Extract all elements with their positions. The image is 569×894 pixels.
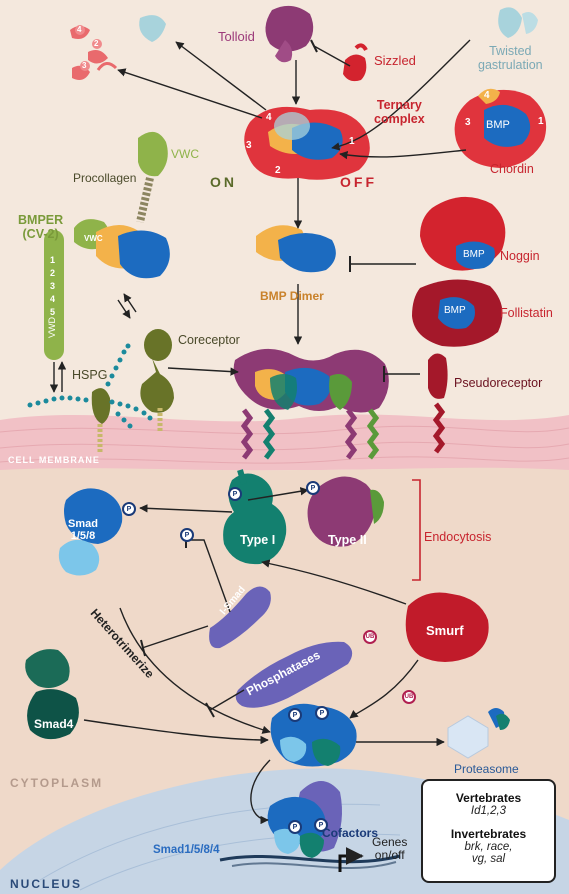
hspg-chains [27, 343, 153, 429]
invertebrates-genes-2: vg, sal [471, 853, 506, 865]
vwc-label: VWC [171, 147, 199, 161]
off-label: OFF [340, 174, 377, 190]
chordin-off-domain-3: 3 [465, 117, 471, 128]
phosphate-icon: P [288, 820, 302, 834]
chordin-off-domain-4: 4 [484, 90, 490, 101]
cytoplasm-label: CYTOPLASM [10, 776, 104, 790]
follistatin-protein [412, 279, 503, 347]
bmper-domain-4: 4 [50, 294, 56, 304]
vertebrates-title: Vertebrates [455, 791, 522, 805]
phosphate-icon: P [228, 487, 242, 501]
endocytosis-label: Endocytosis [424, 530, 492, 544]
type2-label: Type II [328, 533, 367, 547]
bmp-label-noggin: BMP [463, 249, 485, 260]
smad1584-label: Smad1/5/8/4 [153, 844, 220, 856]
dna-strand-2 [231, 861, 397, 870]
bmp-dimer [256, 225, 336, 273]
bmper-complex [44, 219, 170, 360]
procollagen-label: Procollagen [73, 171, 137, 185]
ternary-complex-label: Ternary complex [374, 98, 425, 126]
pseudoreceptor-protein [428, 353, 448, 454]
chordin-fragments [70, 25, 118, 80]
chordin-domain-2: 2 [275, 165, 281, 176]
bmp-dimer-label: BMP Dimer [260, 289, 324, 303]
chordin-label: Chordin [490, 162, 534, 176]
smad158-label: Smad 1/5/8 [68, 518, 98, 542]
ubiquitin-icon: UB [402, 690, 416, 704]
proteasome [447, 708, 510, 759]
phosphate-icon: P [315, 706, 329, 720]
nucleus-label: NUCLEUS [10, 877, 83, 891]
sizzled-label: Sizzled [374, 53, 416, 68]
noggin-protein [420, 196, 506, 271]
type1-label: Type I [240, 533, 276, 547]
sizzled-protein [343, 43, 368, 82]
bmper-domain-2: 2 [50, 268, 56, 278]
invertebrates-genes-1: brk, race, [464, 841, 513, 853]
endocytosis-bracket [412, 479, 421, 581]
chordin-domain-3: 3 [246, 140, 252, 151]
chordin-domain-4: 4 [266, 112, 272, 123]
cofactors-label: Cofactors [322, 826, 379, 840]
receptor-transmembrane [240, 408, 380, 460]
dna-strand [219, 854, 401, 864]
fragment-domain-2: 2 [94, 39, 99, 48]
type2-kinase [307, 476, 384, 547]
target-genes-box: Vertebrates Id1,2,3 Invertebrates brk, r… [421, 779, 556, 883]
fragment-domain-4: 4 [77, 25, 82, 34]
twisted-gastrulation-fragment [139, 15, 166, 43]
follistatin-label: Follistatin [500, 306, 553, 320]
noggin-label: Noggin [500, 249, 540, 263]
vertebrates-genes: Id1,2,3 [470, 805, 507, 817]
phosphate-icon: P [122, 502, 136, 516]
proteasome-label: Proteasome [454, 762, 519, 776]
smad158-protein [58, 488, 123, 576]
phosphate-icon: P [306, 481, 320, 495]
hspg-protein [91, 388, 111, 452]
smurf-label: Smurf [426, 623, 464, 638]
tolloid-label: Tolloid [218, 29, 255, 44]
invertebrates-title: Invertebrates [450, 827, 527, 841]
pseudoreceptor-label: Pseudoreceptor [454, 376, 543, 390]
coreceptor-protein [140, 329, 174, 432]
tolloid-protein [265, 5, 314, 63]
cell-membrane-label: CELL MEMBRANE [8, 455, 100, 465]
bmp-label-off: BMP [486, 119, 510, 131]
chordin-off-domain-1: 1 [538, 116, 544, 127]
chordin-domain-1: 1 [349, 136, 355, 147]
on-label: ON [210, 174, 237, 190]
twisted-gastrulation-label: Twisted gastrulation [478, 44, 543, 72]
smad4-protein [25, 649, 79, 740]
vwd-label: VWD [47, 317, 57, 338]
phosphatases-protein [235, 641, 353, 708]
i-smad-protein [209, 586, 271, 649]
bmper-domain-5: 5 [50, 307, 56, 317]
pathway-arrows [83, 39, 471, 825]
procollagen-protein [136, 131, 168, 223]
bmper-domain-3: 3 [50, 281, 56, 291]
receptor-complex [233, 348, 389, 413]
bmper-domain-1: 1 [50, 255, 56, 265]
genes-label: Genes on/off [372, 835, 408, 862]
smurf-protein [405, 592, 489, 662]
phosphate-icon: P [180, 528, 194, 542]
gene-promoter-arrow-icon [338, 847, 364, 872]
fragment-domain-3: 3 [82, 61, 87, 70]
bmp-label-follistatin: BMP [444, 305, 466, 316]
ternary-complex-on [244, 106, 370, 180]
double-arrows [49, 293, 137, 393]
phosphate-icon: P [288, 708, 302, 722]
smad4-label: Smad4 [34, 717, 74, 731]
hspg-label: HSPG [72, 368, 108, 382]
bmper-label: BMPER (CV-2) [18, 213, 64, 241]
vwc-domain-label: VWC [84, 234, 103, 243]
ubiquitin-icon: UB [363, 630, 377, 644]
twisted-gastrulation-protein [498, 7, 538, 39]
ternary-complex-off [454, 88, 547, 168]
phosphate-icon: P [314, 818, 328, 832]
coreceptor-label: Coreceptor [178, 333, 240, 347]
